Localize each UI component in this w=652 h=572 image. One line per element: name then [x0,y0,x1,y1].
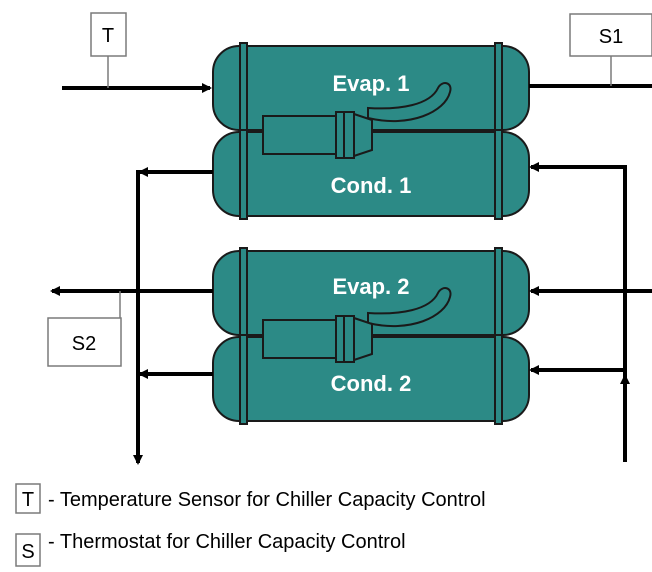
sensor-t-label: T [102,25,114,47]
flange [239,247,248,339]
sensor-s2: S2 [47,291,122,367]
flange [494,42,503,134]
legend-item-t: T - Temperature Sensor for Chiller Capac… [15,483,486,514]
legend-s-symbol: S [21,541,34,563]
sensor-s1-label: S1 [599,26,623,48]
legend-s-text: - Thermostat for Chiller Capacity Contro… [48,531,406,553]
flange [239,129,248,220]
legend-t-symbol: T [22,489,34,511]
chiller-2: Evap. 2 Cond. 2 [212,247,530,425]
chiller-1: Evap. 1 Cond. 1 [212,42,530,220]
legend-t-text: - Temperature Sensor for Chiller Capacit… [48,489,486,511]
flange [494,334,503,425]
sensor-s2-label: S2 [72,333,96,355]
cond-2-label: Cond. 2 [331,371,412,396]
flange [239,42,248,134]
sensor-s1: S1 [569,13,652,86]
flange [239,334,248,425]
piping [50,83,652,465]
legend-item-s: S - Thermostat for Chiller Capacity Cont… [15,531,406,567]
flange [494,129,503,220]
legend: T - Temperature Sensor for Chiller Capac… [15,483,486,567]
evap-2-label: Evap. 2 [332,274,409,299]
compressor-2 [262,287,452,363]
sensor-t: T [90,12,127,88]
cond-1-label: Cond. 1 [331,173,412,198]
compressor-1 [262,82,452,159]
evap-1-label: Evap. 1 [332,71,409,96]
flange [494,247,503,339]
